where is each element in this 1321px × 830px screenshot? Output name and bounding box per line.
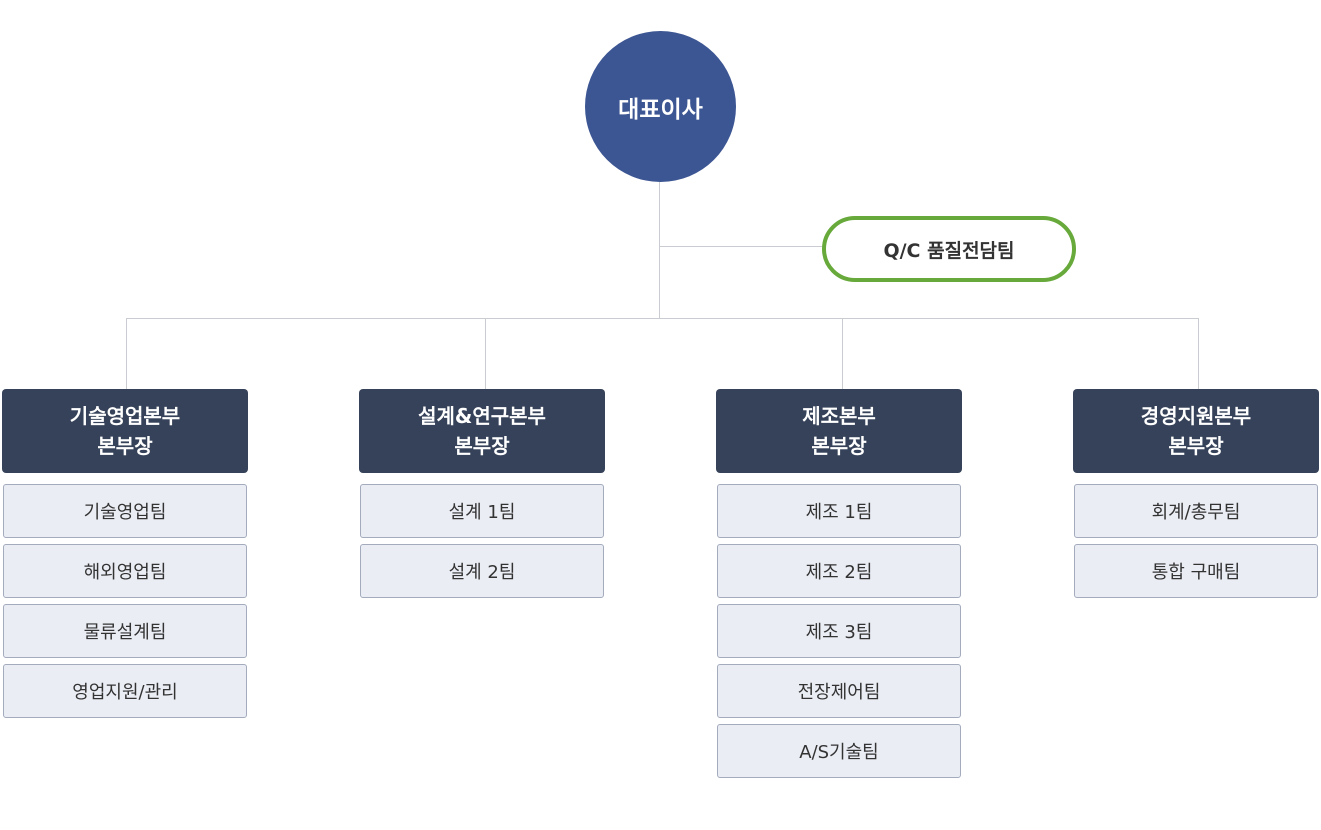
team-box: 제조 1팀 <box>717 484 961 538</box>
division-column: 기술영업본부 본부장 기술영업팀 해외영업팀 물류설계팀 영업지원/관리 <box>2 389 248 724</box>
connector-division-3 <box>842 318 843 389</box>
ceo-node: 대표이사 <box>585 31 736 182</box>
division-header: 경영지원본부 본부장 <box>1073 389 1319 473</box>
division-header: 기술영업본부 본부장 <box>2 389 248 473</box>
team-box: 통합 구매팀 <box>1074 544 1318 598</box>
connector-ceo-vertical <box>659 182 660 318</box>
division-head-title: 본부장 <box>811 434 867 458</box>
division-name: 기술영업본부 <box>69 404 181 428</box>
division-header: 제조본부 본부장 <box>716 389 962 473</box>
team-box: 기술영업팀 <box>3 484 247 538</box>
connector-qc-branch <box>660 246 823 247</box>
division-name: 경영지원본부 <box>1140 404 1252 428</box>
team-box: 회계/총무팀 <box>1074 484 1318 538</box>
team-box: 물류설계팀 <box>3 604 247 658</box>
division-column: 제조본부 본부장 제조 1팀 제조 2팀 제조 3팀 전장제어팀 A/S기술팀 <box>716 389 962 784</box>
team-list: 설계 1팀 설계 2팀 <box>359 484 605 598</box>
team-list: 제조 1팀 제조 2팀 제조 3팀 전장제어팀 A/S기술팀 <box>716 484 962 778</box>
connector-horizontal-bar <box>126 318 1199 319</box>
team-box: 영업지원/관리 <box>3 664 247 718</box>
team-box: 설계 1팀 <box>360 484 604 538</box>
team-box: 전장제어팀 <box>717 664 961 718</box>
division-head-title: 본부장 <box>1168 434 1224 458</box>
division-head-title: 본부장 <box>97 434 153 458</box>
connector-division-1 <box>126 318 127 389</box>
team-box: 해외영업팀 <box>3 544 247 598</box>
team-list: 회계/총무팀 통합 구매팀 <box>1073 484 1319 598</box>
division-column: 경영지원본부 본부장 회계/총무팀 통합 구매팀 <box>1073 389 1319 604</box>
team-box: 제조 2팀 <box>717 544 961 598</box>
team-box: 설계 2팀 <box>360 544 604 598</box>
connector-division-2 <box>485 318 486 389</box>
ceo-label: 대표이사 <box>618 96 703 123</box>
team-box: A/S기술팀 <box>717 724 961 778</box>
division-name: 설계&연구본부 <box>418 404 546 428</box>
division-head-title: 본부장 <box>454 434 510 458</box>
division-header: 설계&연구본부 본부장 <box>359 389 605 473</box>
team-list: 기술영업팀 해외영업팀 물류설계팀 영업지원/관리 <box>2 484 248 718</box>
connector-division-4 <box>1198 318 1199 389</box>
division-column: 설계&연구본부 본부장 설계 1팀 설계 2팀 <box>359 389 605 604</box>
qc-team-label: Q/C 품질전담팀 <box>883 239 1015 262</box>
team-box: 제조 3팀 <box>717 604 961 658</box>
qc-team-node: Q/C 품질전담팀 <box>822 216 1076 282</box>
division-name: 제조본부 <box>802 404 876 428</box>
